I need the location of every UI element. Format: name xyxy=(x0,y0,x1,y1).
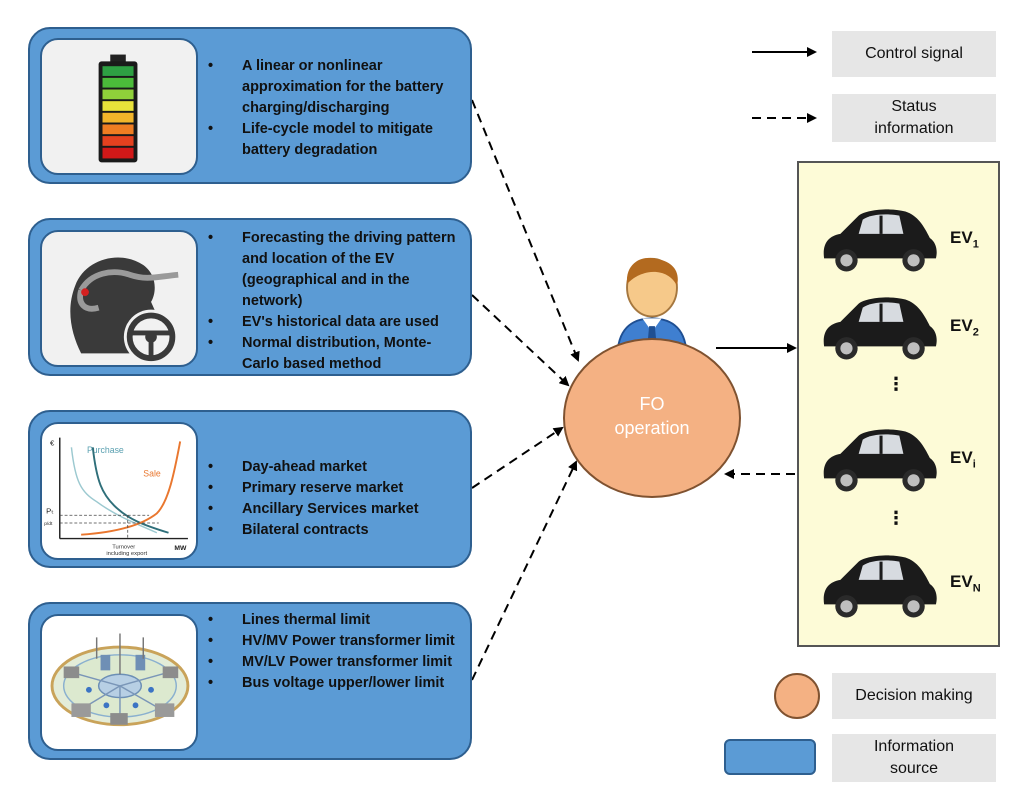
info-panel-driving-forecast: Forecasting the driving pattern and loca… xyxy=(28,218,472,376)
legend-control-signal: Control signal xyxy=(832,31,996,77)
market-bullet-list: Day-ahead market Primary reserve market … xyxy=(208,457,460,541)
car-icon xyxy=(823,555,937,618)
ev-label-2: EV2 xyxy=(950,316,979,339)
driver-bullet-list: Forecasting the driving pattern and loca… xyxy=(208,228,460,375)
fo-label-line1: FO xyxy=(639,394,665,414)
legend-info-rect xyxy=(724,739,816,775)
info-panel-market: € MW Pₜ p/dt Purchase Sale Turnover incl… xyxy=(28,410,472,568)
ev-ellipsis-1: ⋮ xyxy=(887,374,905,394)
car-icon xyxy=(823,429,937,492)
ev-ellipsis-2: ⋮ xyxy=(887,508,905,528)
fo-label: FO operation xyxy=(563,392,741,440)
driver-thumbnail xyxy=(40,230,198,367)
network-thumbnail xyxy=(40,614,198,751)
battery-bullet-2: Life-cycle model to mitigate battery deg… xyxy=(208,119,460,161)
legend-decision-circle xyxy=(774,673,820,719)
legend-info-line1: Information xyxy=(873,738,955,755)
car-icon xyxy=(823,209,937,272)
legend-decision-making: Decision making xyxy=(832,673,996,719)
market-thumbnail: € MW Pₜ p/dt Purchase Sale Turnover incl… xyxy=(40,422,198,560)
status-arrow-driver xyxy=(471,294,570,387)
driver-bullet-3: Normal distribution, Monte-Carlo based m… xyxy=(208,333,460,375)
network-bullet-3: MV/LV Power transformer limit xyxy=(208,652,460,673)
legend-information-source: Information source xyxy=(832,734,996,782)
graph-y-axis-label: € xyxy=(50,438,55,447)
battery-thumbnail xyxy=(40,38,198,175)
info-panel-network: Lines thermal limit HV/MV Power transfor… xyxy=(28,602,472,760)
graph-x-axis-label: MW xyxy=(174,545,187,552)
market-bullet-3: Ancillary Services market xyxy=(208,499,460,520)
legend-status-line2: information xyxy=(874,120,954,137)
info-panel-battery: A linear or nonlinear approximation for … xyxy=(28,27,472,184)
legend-info-line2: source xyxy=(889,760,939,777)
graph-sale-label: Sale xyxy=(143,468,161,478)
network-bullet-4: Bus voltage upper/lower limit xyxy=(208,673,460,694)
grid-network-icon xyxy=(50,633,190,727)
ev-label-1: EV1 xyxy=(950,228,979,251)
status-arrow-battery xyxy=(471,99,580,362)
network-bullet-2: HV/MV Power transformer limit xyxy=(208,631,460,652)
status-arrow-network xyxy=(471,460,578,681)
ev-label-n: EVN xyxy=(950,572,981,595)
fo-decision-circle xyxy=(563,338,741,498)
market-bullet-2: Primary reserve market xyxy=(208,478,460,499)
driver-head-icon xyxy=(70,257,179,365)
battery-bullet-1: A linear or nonlinear approximation for … xyxy=(208,56,460,119)
driver-bullet-1: Forecasting the driving pattern and loca… xyxy=(208,228,460,312)
graph-turnover-sub: including export xyxy=(106,551,147,557)
graph-price-tick: Pₜ xyxy=(46,506,53,515)
car-icon xyxy=(823,297,937,360)
market-bullet-1: Day-ahead market xyxy=(208,457,460,478)
network-bullet-1: Lines thermal limit xyxy=(208,610,460,631)
network-bullet-list: Lines thermal limit HV/MV Power transfor… xyxy=(208,610,460,694)
market-bullet-4: Bilateral contracts xyxy=(208,520,460,541)
status-arrow-market xyxy=(471,426,564,489)
legend-status-information: Status information xyxy=(832,94,996,142)
battery-icon xyxy=(98,54,138,163)
graph-turnover-label: Turnover xyxy=(112,544,135,550)
legend-status-line1: Status xyxy=(891,98,937,115)
graph-small-tick: p/dt xyxy=(44,521,53,527)
ev-label-i: EVi xyxy=(950,448,976,471)
graph-purchase-label: Purchase xyxy=(87,445,124,455)
battery-bullet-list: A linear or nonlinear approximation for … xyxy=(208,56,460,161)
driver-bullet-2: EV's historical data are used xyxy=(208,312,460,333)
fo-label-line2: operation xyxy=(614,418,690,438)
market-graph-icon: € MW Pₜ p/dt Purchase Sale Turnover incl… xyxy=(44,437,188,557)
